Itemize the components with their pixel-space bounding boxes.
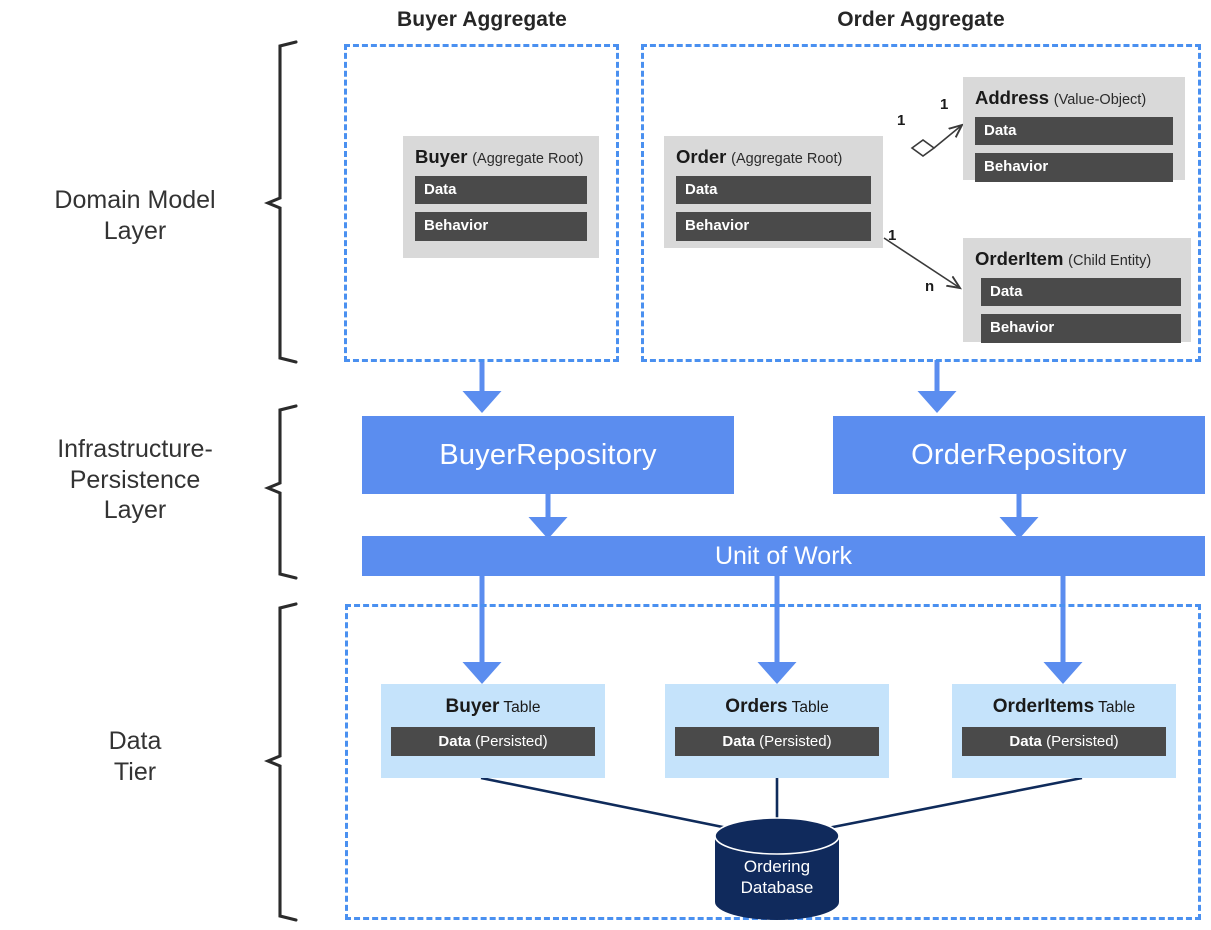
table-slot-suffix: (Persisted)	[754, 733, 832, 750]
database-cylinder-shape	[714, 817, 840, 920]
layer-label-data-tier: Data Tier	[108, 727, 162, 786]
table-title-orderitems: OrderItems Table	[962, 696, 1166, 718]
table-suffix-orderitems: Table	[1094, 699, 1136, 716]
entity-stereotype-buyer: (Aggregate Root)	[472, 151, 584, 167]
entity-card-buyer[interactable]: Buyer (Aggregate Root) Data Behavior	[403, 136, 599, 258]
entity-title-order: Order (Aggregate Root)	[676, 146, 871, 168]
entity-title-buyer: Buyer (Aggregate Root)	[415, 146, 587, 168]
table-card-orders[interactable]: Orders Table Data (Persisted)	[665, 684, 889, 778]
entity-stereotype-order: (Aggregate Root)	[731, 151, 843, 167]
table-name-buyer: Buyer	[445, 696, 500, 717]
order-to-orderitem-association	[883, 237, 960, 288]
multiplicity-order-to-orderitem-source: 1	[888, 227, 897, 244]
table-slot-suffix: (Persisted)	[470, 733, 548, 750]
entity-title-orderitem: OrderItem (Child Entity)	[971, 248, 1179, 270]
bracket-infrastructure-layer	[263, 404, 298, 580]
table-name-orderitems: OrderItems	[992, 696, 1095, 717]
entity-card-address[interactable]: Address (Value-Object) Data Behavior	[963, 77, 1185, 183]
entity-card-orderitem[interactable]: OrderItem (Child Entity) Data Behavior	[963, 238, 1191, 344]
multiplicity-order-to-orderitem-target: n	[925, 278, 935, 295]
order-repository-block[interactable]: OrderRepository	[833, 416, 1205, 494]
table-slot-name: Data	[438, 733, 471, 750]
buyer-repository-block[interactable]: BuyerRepository	[362, 416, 734, 494]
entity-name-buyer: Buyer	[415, 146, 468, 167]
layer-label-domain-model: Domain Model Layer	[54, 186, 216, 245]
buyer-aggregate-boundary	[344, 44, 619, 362]
entity-stereotype-address: (Value-Object)	[1053, 92, 1147, 108]
table-slot-suffix: (Persisted)	[1041, 733, 1119, 750]
entity-slot-data: Data	[676, 175, 871, 205]
bracket-data-tier	[263, 602, 298, 922]
table-slot-data-persisted: Data (Persisted)	[391, 727, 595, 756]
table-suffix-orders: Table	[787, 699, 829, 716]
entity-name-orderitem: OrderItem	[975, 248, 1064, 269]
entity-slot-behavior: Behavior	[676, 212, 871, 242]
table-card-orderitems[interactable]: OrderItems Table Data (Persisted)	[952, 684, 1176, 778]
entity-slot-data: Data	[415, 175, 587, 205]
order-to-address-association	[910, 125, 962, 157]
table-title-orders: Orders Table	[675, 696, 879, 718]
table-slot-name: Data	[722, 733, 755, 750]
table-slot-data-persisted: Data (Persisted)	[962, 727, 1166, 756]
entity-slot-behavior: Behavior	[981, 314, 1181, 344]
table-slot-name: Data	[1009, 733, 1042, 750]
database-cylinder[interactable]: Ordering Database	[713, 817, 841, 920]
table-suffix-buyer: Table	[499, 699, 541, 716]
entity-slot-data: Data	[981, 277, 1181, 307]
table-slot-data-persisted: Data (Persisted)	[675, 727, 879, 756]
aggregate-heading-order: Order Aggregate	[837, 8, 1005, 31]
layer-label-infrastructure-persistence: Infrastructure- Persistence Layer	[57, 435, 213, 524]
table-card-buyer[interactable]: Buyer Table Data (Persisted)	[381, 684, 605, 778]
bracket-domain-model-layer	[263, 40, 298, 364]
multiplicity-order-to-address-target: 1	[940, 96, 949, 113]
aggregate-heading-buyer: Buyer Aggregate	[397, 8, 567, 31]
order-aggregate-boundary	[641, 44, 1201, 362]
entity-card-order[interactable]: Order (Aggregate Root) Data Behavior	[664, 136, 883, 248]
table-name-orders: Orders	[725, 696, 788, 717]
unit-of-work-block[interactable]: Unit of Work	[362, 536, 1205, 576]
entity-slot-data: Data	[975, 116, 1173, 146]
multiplicity-order-to-address-source: 1	[897, 112, 906, 129]
entity-name-order: Order	[676, 146, 727, 167]
entity-slot-behavior: Behavior	[975, 153, 1173, 183]
entity-stereotype-orderitem: (Child Entity)	[1068, 253, 1152, 269]
entity-slot-behavior: Behavior	[415, 212, 587, 242]
entity-name-address: Address	[975, 87, 1050, 108]
table-title-buyer: Buyer Table	[391, 696, 595, 718]
entity-title-address: Address (Value-Object)	[975, 87, 1173, 109]
